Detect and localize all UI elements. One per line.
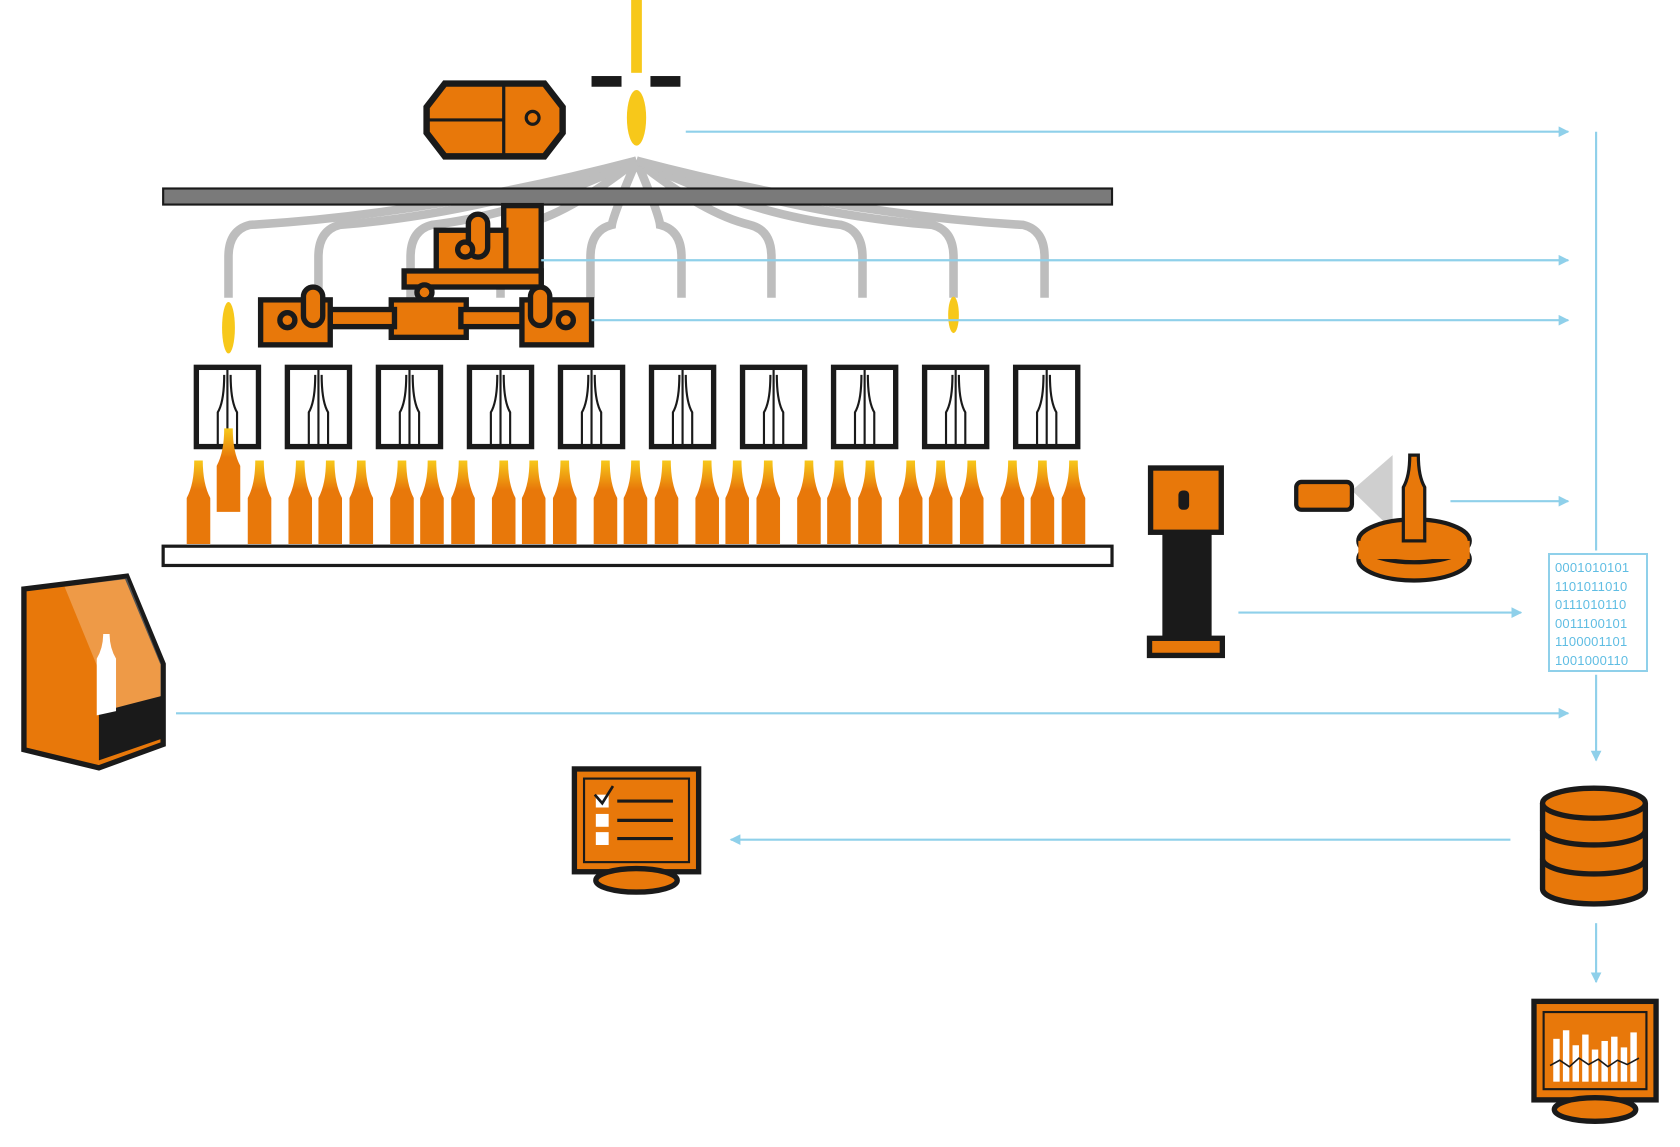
gob-pipe xyxy=(224,156,638,298)
bottle-icon xyxy=(928,460,953,545)
blank-mold-icon xyxy=(466,364,535,450)
bottle-icon xyxy=(725,460,749,545)
bottle-icon xyxy=(521,460,546,545)
bottle-icon xyxy=(959,460,984,545)
blank-mold-icon xyxy=(375,364,444,450)
binary-line: 1001000110 xyxy=(1555,652,1629,668)
gob-sensor-icon xyxy=(423,80,566,160)
bottle-row xyxy=(186,428,1086,545)
machine-beam xyxy=(162,187,1114,206)
bottle-icon xyxy=(623,460,648,545)
gob-pipe xyxy=(314,156,638,298)
inspection-machine-icon xyxy=(1146,465,1226,659)
gob-drop xyxy=(222,302,235,354)
gob-pipe xyxy=(635,156,958,298)
bottle-icon xyxy=(654,460,679,545)
bottle-icon xyxy=(1061,460,1086,545)
binary-line: 1101011010 xyxy=(1555,578,1628,594)
gob-pipe xyxy=(406,156,639,298)
gob-pipe xyxy=(633,157,776,298)
bottle-icon xyxy=(858,460,882,545)
bottle-icon xyxy=(593,460,618,545)
data-flow-arrows xyxy=(176,126,1602,984)
bottle-icon xyxy=(1000,460,1025,545)
blank-mold-icon xyxy=(648,364,717,450)
binary-line: 0001010101 xyxy=(1555,560,1630,575)
gob-distribution-pipes xyxy=(224,156,1049,298)
binary-data-block: 0001010101 1101011010 0111010110 0011100… xyxy=(1548,553,1648,672)
bottle-icon xyxy=(756,460,781,545)
gob-pipe xyxy=(635,156,1049,298)
bottle-icon xyxy=(216,428,241,512)
bottle-icon xyxy=(390,460,414,545)
bottle-icon xyxy=(349,460,374,545)
bottle-icon xyxy=(420,460,444,545)
gob-feeder xyxy=(591,0,681,146)
bottle-icon xyxy=(1030,460,1055,545)
camera-inspection-icon xyxy=(1294,453,1472,583)
blank-mold-icon xyxy=(921,364,990,450)
bottle-icon xyxy=(491,460,516,545)
binary-line: 0011100101 xyxy=(1555,615,1628,631)
bottle-icon xyxy=(827,460,851,545)
mold-row xyxy=(193,364,1081,450)
blank-mold-icon xyxy=(739,364,808,450)
binary-line: 0111010110 xyxy=(1555,597,1627,612)
blank-mold-icon xyxy=(1012,364,1081,450)
bottle-icon xyxy=(552,460,577,545)
bottle-icon xyxy=(898,460,923,545)
bottle-icon xyxy=(797,460,821,545)
blank-mold-icon xyxy=(284,364,353,450)
conveyor-belt xyxy=(161,544,1114,568)
bottle-icon xyxy=(186,460,211,545)
database-icon xyxy=(1539,785,1649,907)
blank-mold-icon xyxy=(830,364,899,450)
bottle-icon xyxy=(318,460,343,545)
blank-mold-icon xyxy=(557,364,626,450)
pusher-mechanism-icon xyxy=(257,202,595,348)
gob-pipe xyxy=(634,156,867,298)
bottle-icon xyxy=(451,460,475,545)
bottle-icon xyxy=(288,460,313,545)
bottle-icon xyxy=(247,460,272,545)
gob-drop xyxy=(948,296,959,334)
binary-line: 1100001101 xyxy=(1555,634,1628,649)
checklist-monitor-icon xyxy=(571,766,702,895)
analytics-monitor-icon xyxy=(1531,998,1659,1124)
sample-booth-icon xyxy=(21,573,166,771)
bottle-icon xyxy=(695,460,719,545)
